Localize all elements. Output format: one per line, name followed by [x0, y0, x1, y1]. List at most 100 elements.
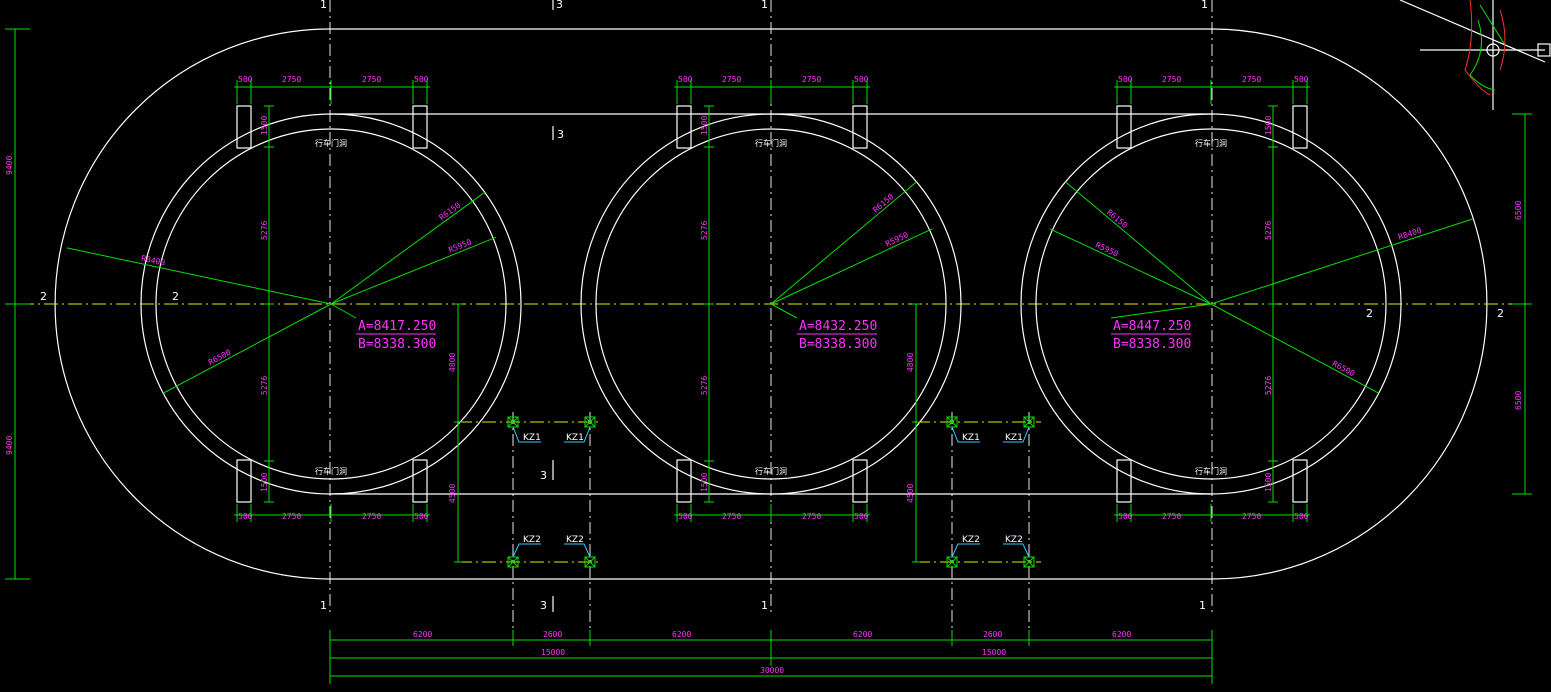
- area-a-text: A=8447.250: [1113, 319, 1191, 334]
- bottom-dim-6200-a: 6200: [413, 630, 432, 639]
- bottom-dim-text: 500: [1294, 512, 1309, 521]
- door-pier-bot-1: [236, 459, 252, 503]
- column-vdim-lower: 4500: [906, 484, 915, 503]
- axis-label-1-bot-center: 1: [761, 599, 768, 612]
- left-dim-lower: 9400: [5, 436, 14, 455]
- axis-label-3-top: 3: [556, 0, 563, 11]
- tank-outer-wall: [1020, 113, 1402, 495]
- column-cross: [507, 556, 519, 568]
- tank-outer-wall: [580, 113, 962, 495]
- tank-inner-wall: [1035, 128, 1387, 480]
- column-label-kz1: KZ1: [523, 433, 541, 443]
- door-pier-top-1: [236, 105, 252, 149]
- radius-text: R6150: [871, 192, 895, 214]
- bottom-dims: 6200 2600 6200 6200 2600 6200 15000 1500…: [329, 630, 1213, 684]
- axis-label-1-top-left: 1: [320, 0, 327, 11]
- area-a-text: A=8417.250: [358, 319, 436, 334]
- axis-label-2-left-inner: 2: [172, 290, 179, 303]
- bottom-dim-text: 500: [678, 512, 693, 521]
- vertical-dim-text: 1500: [260, 473, 269, 492]
- top-dim-text: 500: [854, 75, 869, 84]
- axis-label-2-right-outer: 2: [1497, 307, 1504, 320]
- ab-leader: [1110, 303, 1212, 319]
- top-dim-text: 2750: [282, 75, 301, 84]
- axis-label-2-right-inner: 2: [1366, 307, 1373, 320]
- radius-text: R5950: [884, 230, 910, 248]
- column-label-kz1: KZ1: [962, 433, 980, 443]
- right-dim-lower: 6500: [1514, 391, 1523, 410]
- bottom-dim-30000: 30000: [760, 666, 784, 675]
- column-label-kz1: KZ1: [566, 433, 584, 443]
- axis-label-1-top-center: 1: [761, 0, 768, 11]
- bottom-dim-text: 500: [854, 512, 869, 521]
- tank-outer-wall: [140, 113, 522, 495]
- column-leader: [1003, 543, 1030, 558]
- column-label-kz1: KZ1: [1005, 433, 1023, 443]
- vertical-dim-text: 5276: [260, 376, 269, 395]
- radius-line: [330, 236, 497, 305]
- vertical-dim-text: 5276: [700, 221, 709, 240]
- radius-line: [330, 191, 486, 305]
- radius-line: [1049, 228, 1212, 305]
- top-dim-text: 500: [1118, 75, 1133, 84]
- column-cross: [946, 556, 958, 568]
- top-dim-text: 500: [1294, 75, 1309, 84]
- tank-inner-wall: [595, 128, 947, 480]
- top-dim-text: 500: [678, 75, 693, 84]
- door-pier-bot-2: [852, 459, 868, 503]
- column-vdim-upper: 4800: [906, 353, 915, 372]
- bottom-dim-text: 2750: [362, 512, 381, 521]
- door-pier-top-2: [852, 105, 868, 149]
- bottom-dim-text: 500: [414, 512, 429, 521]
- axis-label-3-low: 3: [540, 469, 547, 482]
- column-cross: [584, 416, 596, 428]
- crane-door-label-top: 行车门洞: [1195, 138, 1227, 148]
- bottom-dim-text: 2750: [1242, 512, 1261, 521]
- door-pier-top-1: [676, 105, 692, 149]
- radius-text: R6150: [1105, 208, 1129, 230]
- axis-label-3-mid: 3: [557, 128, 564, 141]
- ab-leader: [330, 303, 357, 319]
- axis-label-2-left-outer: 2: [40, 290, 47, 303]
- door-pier-top-2: [412, 105, 428, 149]
- vertical-dim-text: 5276: [260, 221, 269, 240]
- bottom-dim-6200-d: 6200: [1112, 630, 1131, 639]
- door-pier-bot-1: [1116, 459, 1132, 503]
- tanks-layer: 500 2750 2750 500 500 2750 2750 500 1500 5276 5276…: [66, 75, 1473, 522]
- top-dim-text: 2750: [722, 75, 741, 84]
- top-dim-text: 2750: [362, 75, 381, 84]
- column-cross: [946, 416, 958, 428]
- area-b-text: B=8338.300: [1113, 337, 1191, 352]
- column-vdim-upper: 4800: [448, 353, 457, 372]
- column-label-kz2: KZ2: [523, 535, 541, 545]
- top-dim-text: 2750: [1162, 75, 1181, 84]
- column-leader: [951, 543, 980, 558]
- column-cross: [584, 556, 596, 568]
- left-dim-upper: 9400: [5, 156, 14, 175]
- column-leader: [564, 426, 591, 443]
- door-pier-bot-1: [676, 459, 692, 503]
- column-cross: [507, 416, 519, 428]
- axis-label-1-bot-left: 1: [320, 599, 327, 612]
- crane-door-label-top: 行车门洞: [755, 138, 787, 148]
- bottom-dim-text: 2750: [802, 512, 821, 521]
- column-leader: [951, 426, 980, 443]
- radius-text: R5950: [1094, 240, 1120, 258]
- tank-inner-wall: [155, 128, 507, 480]
- right-dim-upper: 6500: [1514, 201, 1523, 220]
- vertical-dim-text: 1500: [1264, 116, 1273, 135]
- axis-label-1-bot-right: 1: [1199, 599, 1206, 612]
- vertical-dim-text: 5276: [700, 376, 709, 395]
- crane-door-label-bot: 行车门洞: [1195, 466, 1227, 476]
- crane-door-label-top: 行车门洞: [315, 138, 347, 148]
- area-a-text: A=8432.250: [799, 319, 877, 334]
- radius-line: [770, 228, 933, 305]
- column-label-kz2: KZ2: [962, 535, 980, 545]
- radius-line: [1210, 303, 1379, 394]
- bottom-dim-text: 2750: [722, 512, 741, 521]
- top-dim-text: 2750: [1242, 75, 1261, 84]
